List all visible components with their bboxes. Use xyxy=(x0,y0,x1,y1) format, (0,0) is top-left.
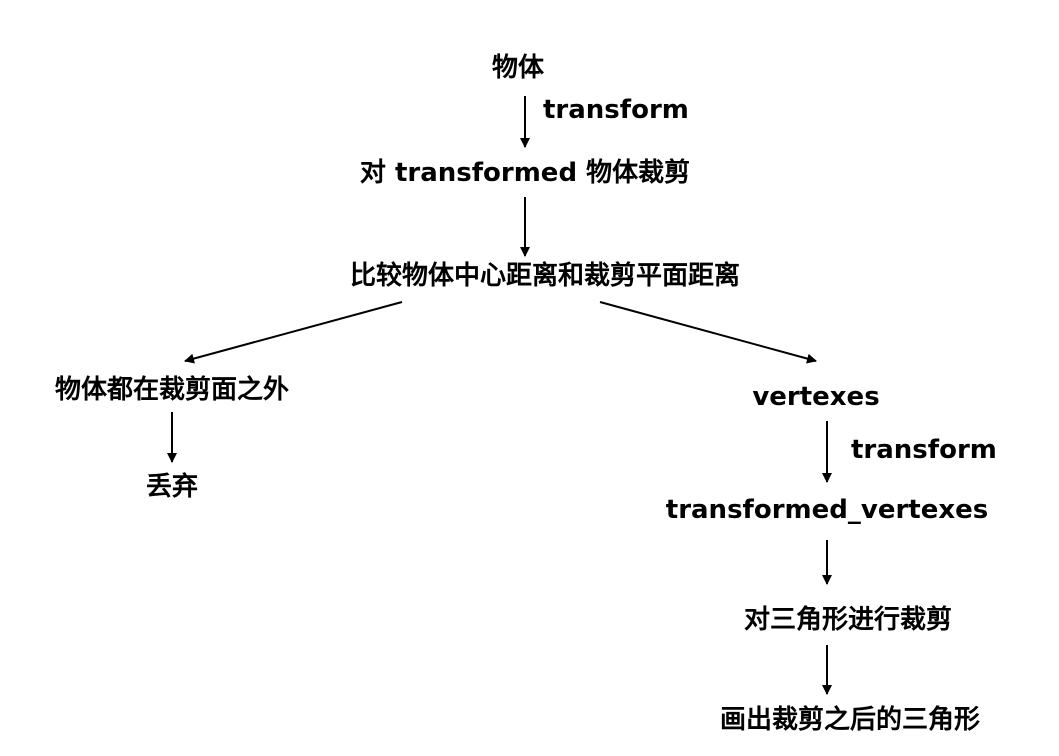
node-draw-clipped-triangles: 画出裁剪之后的三角形 xyxy=(719,705,981,735)
arrow-compare-to-outside xyxy=(184,301,403,364)
node-all-outside: 物体都在裁剪面之外 xyxy=(54,375,290,405)
node-clip-transformed-object: 对 transformed 物体裁剪 xyxy=(359,158,691,188)
node-clip-triangles: 对三角形进行裁剪 xyxy=(743,605,953,635)
node-object: 物体 xyxy=(491,53,545,83)
node-transformed-vertexes: transformed_vertexes xyxy=(665,495,989,525)
node-discard: 丢弃 xyxy=(145,472,199,502)
edge-label-transform-1: transform xyxy=(543,95,689,125)
arrow-compare-to-vertexes xyxy=(599,301,817,364)
node-compare-distances: 比较物体中心距离和裁剪平面距离 xyxy=(349,261,741,291)
edge-label-transform-2: transform xyxy=(851,435,997,465)
node-vertexes: vertexes xyxy=(752,382,880,412)
